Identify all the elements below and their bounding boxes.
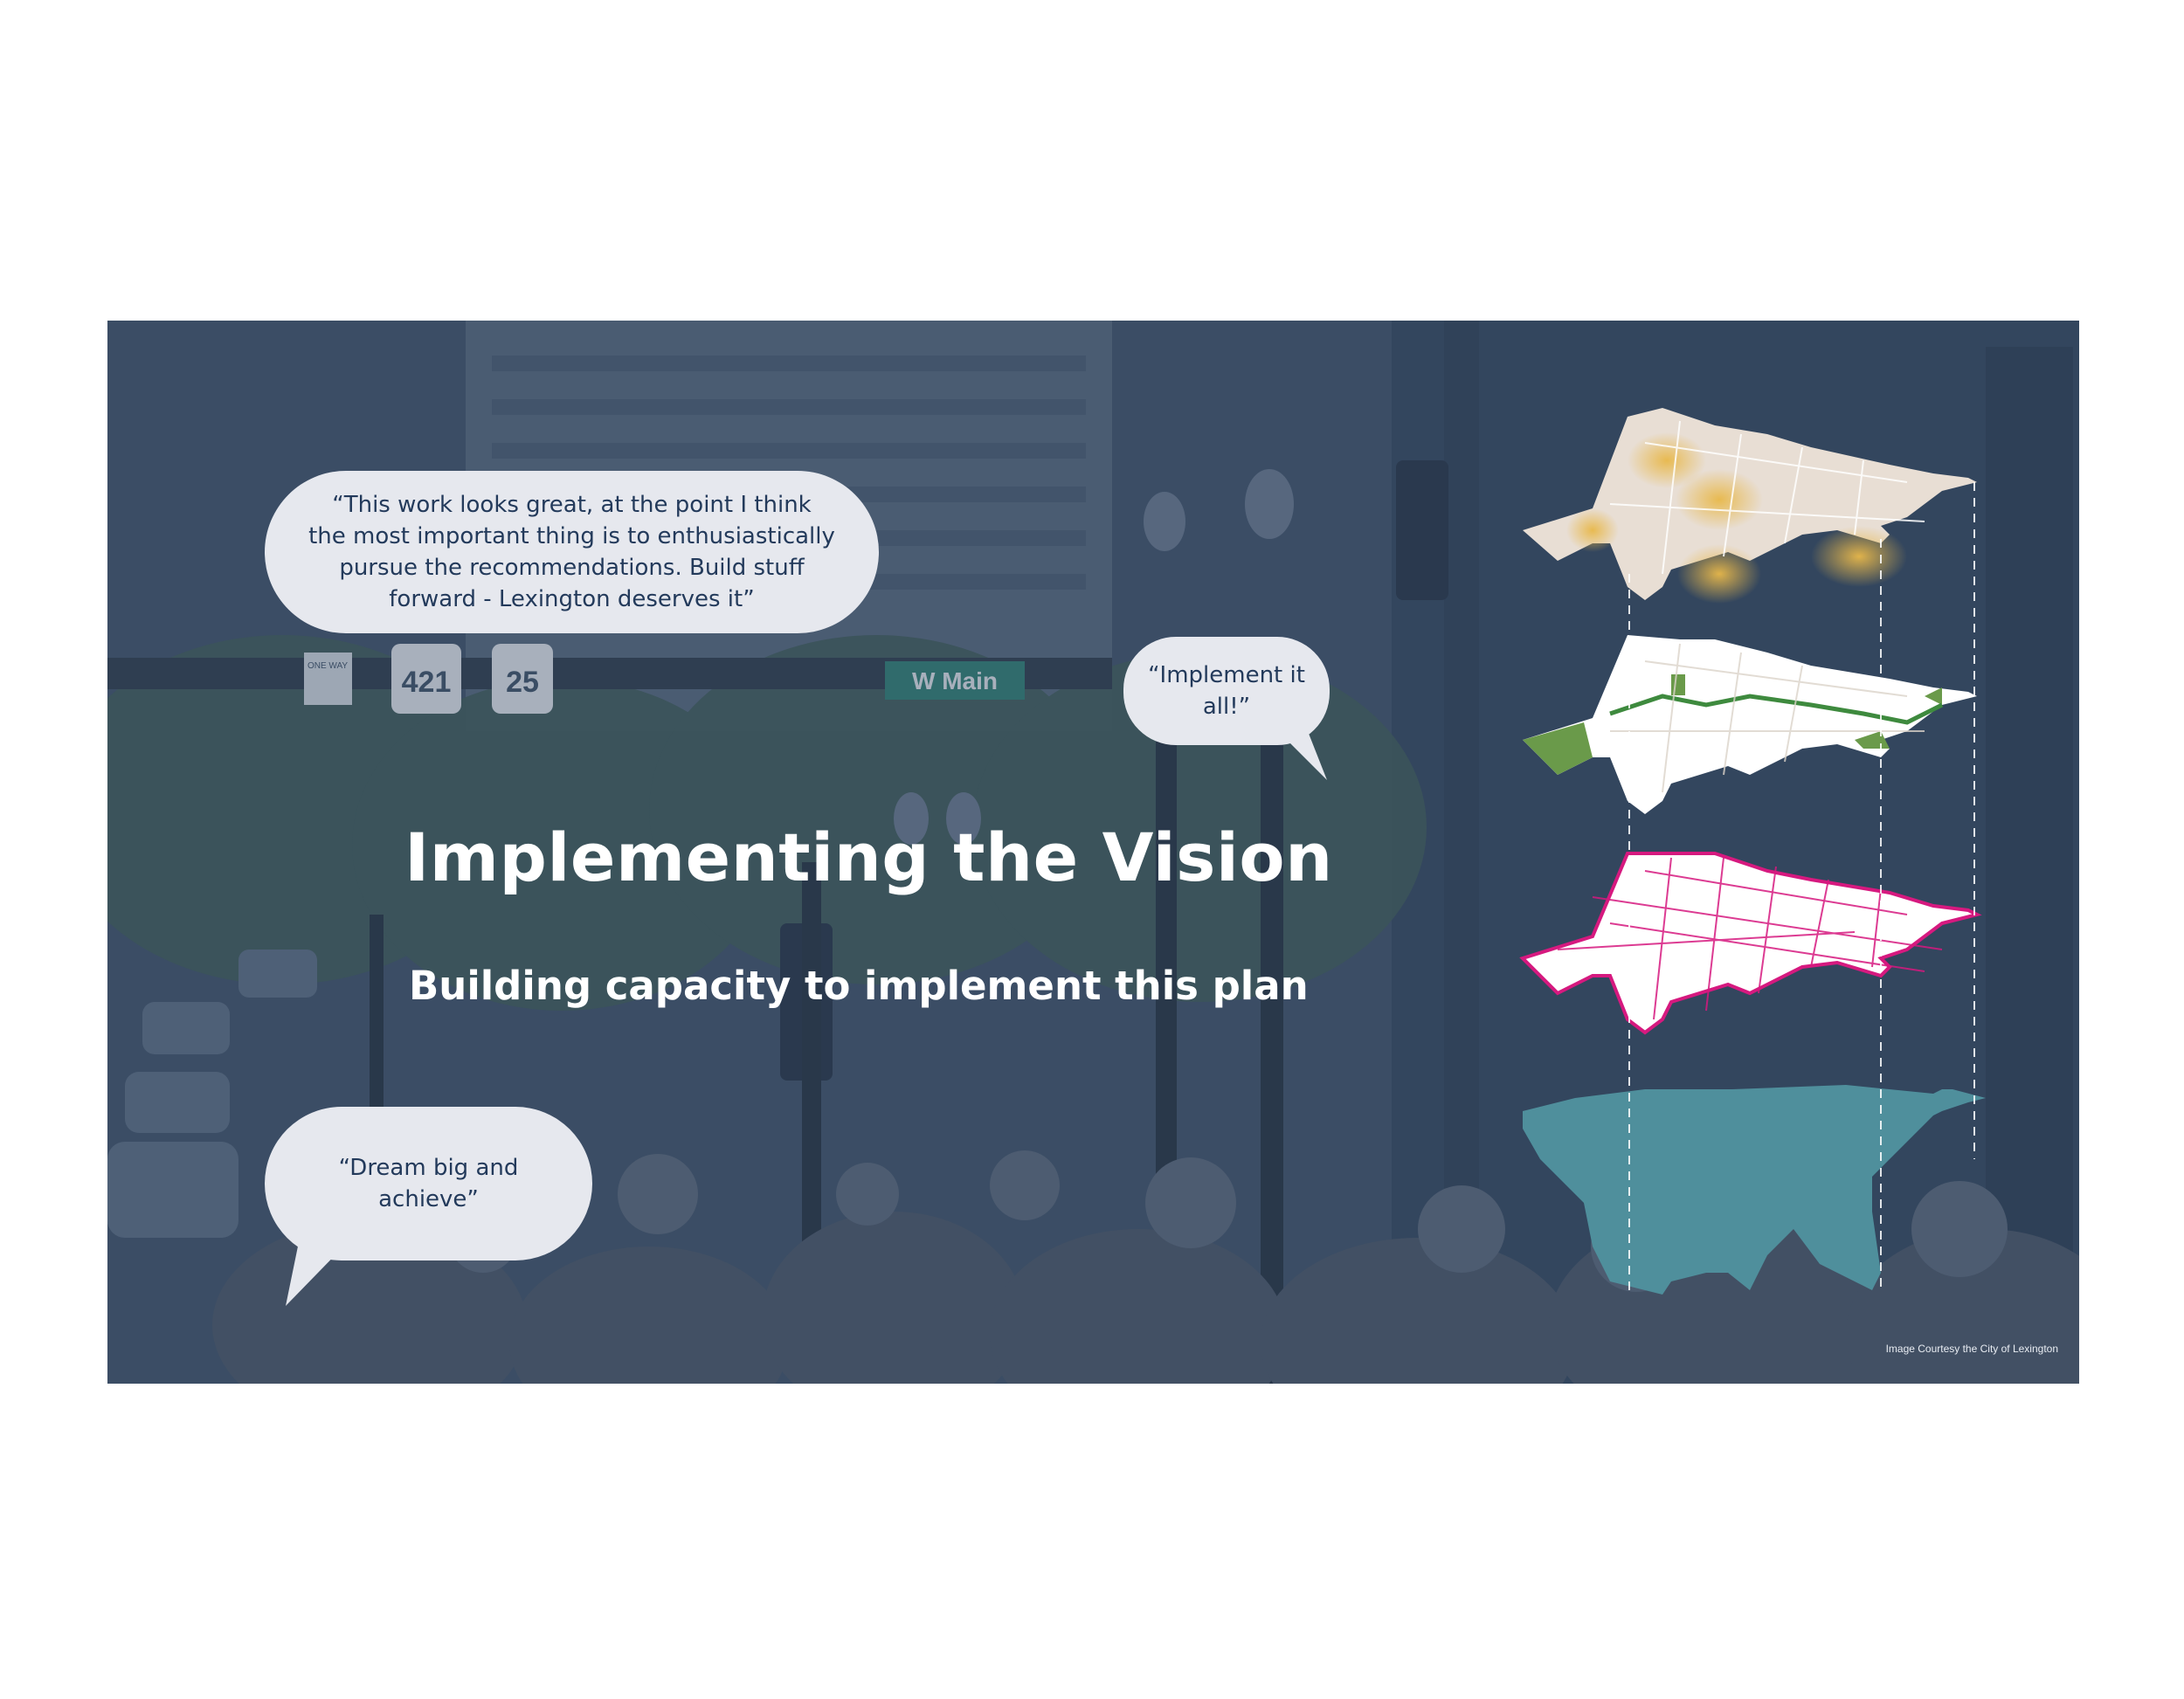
map-layer-base — [1523, 1085, 1986, 1295]
one-way-sign: ONE WAY — [304, 653, 352, 705]
quote-text: “Dream big and achieve” — [338, 1155, 519, 1212]
slide-subtitle: Building capacity to implement this plan — [409, 963, 1309, 1009]
street-sign-label: W Main — [912, 667, 998, 694]
quote-bubble: “This work looks great, at the point I t… — [265, 471, 879, 633]
route-number-25: 25 — [506, 666, 539, 699]
speech-bubble-tail — [1269, 722, 1327, 780]
greenway-line — [1609, 694, 1944, 725]
route-number-421: 421 — [402, 666, 452, 699]
route-sign-25: 25 — [492, 644, 553, 714]
quote-text: “This work looks great, at the point I t… — [308, 492, 835, 612]
street-grid-magenta — [1557, 857, 1943, 1020]
density-hotspots — [1566, 432, 1907, 604]
layer-alignment-lines — [1628, 482, 1975, 1290]
quote-bubble: “Implement it all!” — [1123, 637, 1330, 745]
one-way-label: ONE WAY — [308, 661, 348, 671]
route-sign-421: 421 — [391, 644, 461, 714]
slide: 421 25 ONE WAY W Main — [107, 321, 2079, 1384]
map-layer-streets — [1519, 852, 1982, 1035]
map-layer-parks — [1523, 635, 1977, 814]
quote-bubble: “Dream big and achieve” — [265, 1107, 592, 1260]
quote-text: “Implement it all!” — [1148, 662, 1305, 720]
traffic-signal — [1396, 460, 1448, 600]
street-sign: W Main — [885, 661, 1025, 700]
map-layers-graphic — [1519, 408, 1986, 1295]
slide-title: Implementing the Vision — [404, 818, 1333, 896]
image-credit: Image Courtesy the City of Lexington — [1885, 1343, 2058, 1355]
speech-bubble-tail — [286, 1238, 352, 1306]
